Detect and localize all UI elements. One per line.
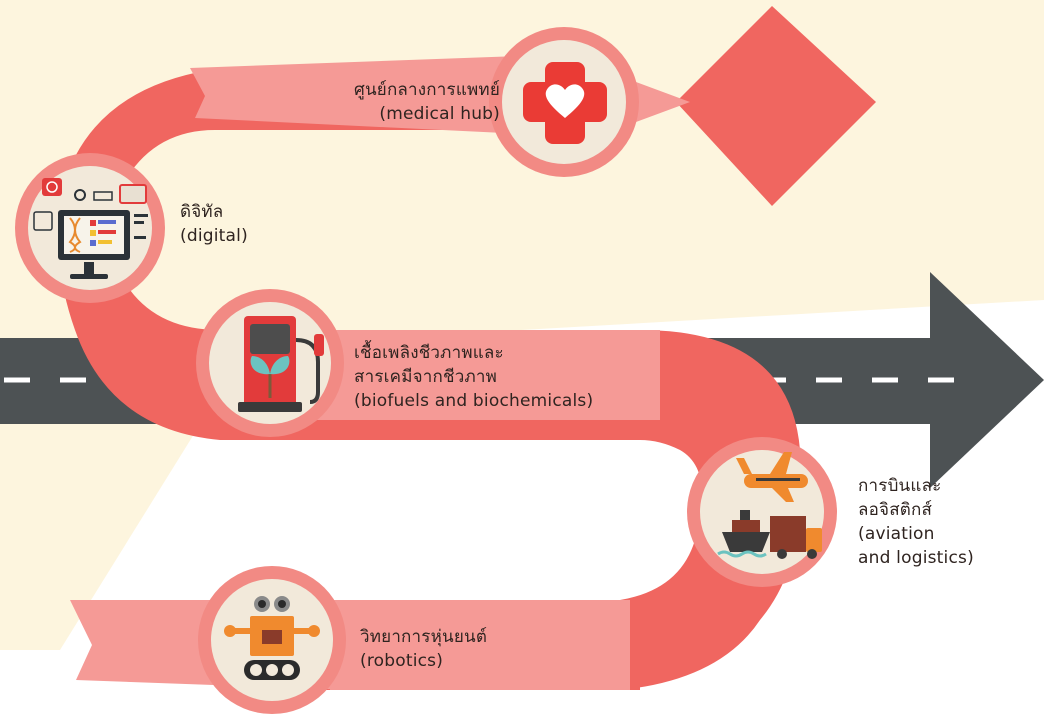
robotics-label-th: วิทยาการหุ่นยนต์ (360, 627, 488, 647)
robot-icon (224, 596, 320, 680)
aviation-label-th-1: การบินและ (858, 476, 942, 496)
robotics-circle (198, 566, 346, 714)
plane-ship-truck-icon (717, 452, 822, 559)
digital-label-th: ดิจิทัล (180, 202, 224, 222)
biofuels-label-th-1: เชื้อเพลิงชีวภาพและ (354, 343, 504, 363)
biofuels-label: เชื้อเพลิงชีวภาพและ สารเคมีจากชีวภาพ (bi… (354, 341, 593, 413)
biofuels-circle (196, 289, 344, 437)
aviation-circle (687, 437, 837, 587)
aviation-label-th-2: ลอจิสติกส์ (858, 500, 933, 520)
aviation-label-en-1: (aviation (858, 524, 935, 544)
digital-label-en: (digital) (180, 226, 248, 246)
fuel-pump-plant-icon (238, 316, 324, 412)
biofuels-label-th-2: สารเคมีจากชีวภาพ (354, 367, 498, 387)
medical-cross-heart-icon (523, 62, 607, 144)
aviation-label-en-2: and logistics) (858, 548, 974, 568)
robotics-label-en: (robotics) (360, 651, 444, 671)
pink-arrow-head (676, 6, 876, 206)
medical-circle (489, 27, 639, 177)
digital-circle (15, 153, 165, 303)
computer-monitor-icon (33, 178, 148, 279)
medical-label-en: (medical hub) (379, 104, 500, 124)
medical-label-th: ศูนย์กลางการแพทย์ (353, 80, 500, 100)
aviation-label: การบินและ ลอจิสติกส์ (aviation and logis… (858, 474, 974, 570)
digital-label: ดิจิทัล (digital) (180, 200, 248, 248)
biofuels-label-en: (biofuels and biochemicals) (354, 391, 594, 411)
robotics-label: วิทยาการหุ่นยนต์ (robotics) (360, 625, 487, 673)
medical-label: ศูนย์กลางการแพทย์ (medical hub) (250, 78, 500, 126)
